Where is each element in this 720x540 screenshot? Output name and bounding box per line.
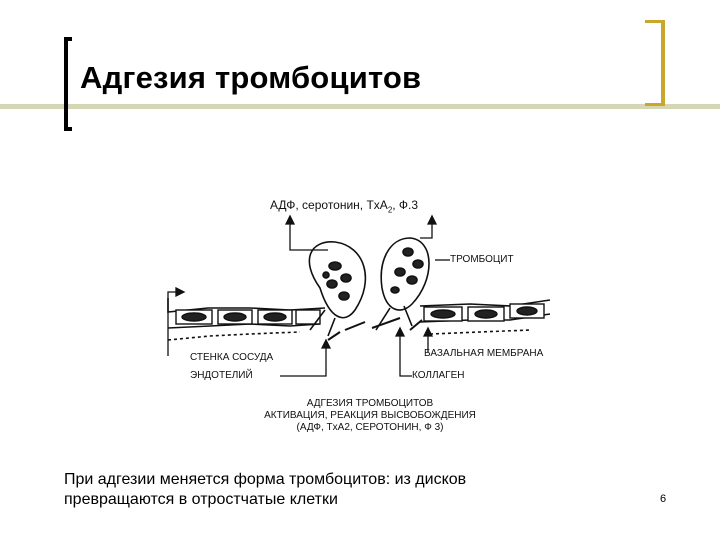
diagram-drawing [167, 214, 551, 377]
endothelial-cells-left [175, 309, 321, 325]
figure-caption-line3: (АДФ, TxA2, СЕРОТОНИН, Ф 3) [296, 422, 444, 433]
figure-caption-line1: АДГЕЗИЯ ТРОМБОЦИТОВ [306, 398, 434, 409]
platelet-right [375, 237, 430, 331]
label-vessel-wall: СТЕНКА СОСУДА [190, 352, 274, 363]
label-basal-membrane: БАЗАЛЬНАЯ МЕМБРАНА [424, 348, 544, 359]
diagram-arrows [167, 214, 450, 377]
collagen-fibres [327, 317, 423, 341]
figure-caption-line2: АКТИВАЦИЯ, РЕАКЦИЯ ВЫСВОБОЖДЕНИЯ [264, 410, 476, 421]
label-endothelium: ЭНДОТЕЛИЙ [190, 370, 253, 381]
title-underline-bar [0, 104, 720, 109]
platelet-left [308, 241, 367, 337]
label-collagen: КОЛЛАГЕН [412, 370, 465, 381]
title-bracket-left [64, 37, 72, 131]
slide-caption: При адгезии меняется форма тромбоцитов: … [64, 470, 584, 510]
slide-title: Адгезия тромбоцитов [80, 60, 422, 95]
label-mediators: АДФ, серотонин, TxA2, Ф.3 [270, 198, 419, 215]
title-bracket-right [645, 20, 665, 106]
endothelial-cells-right [423, 303, 545, 322]
label-platelet: ТРОМБОЦИТ [450, 254, 514, 265]
slide-number: 6 [660, 493, 667, 505]
slide-caption-line1: При адгезии меняется форма тромбоцитов: … [64, 471, 467, 488]
platelet-adhesion-diagram: АДФ, серотонин, TxA2, Ф.3 ТРОМБОЦИТ СТЕН… [150, 180, 610, 450]
slide-caption-line2: превращаются в отростчатые клетки [64, 491, 338, 508]
